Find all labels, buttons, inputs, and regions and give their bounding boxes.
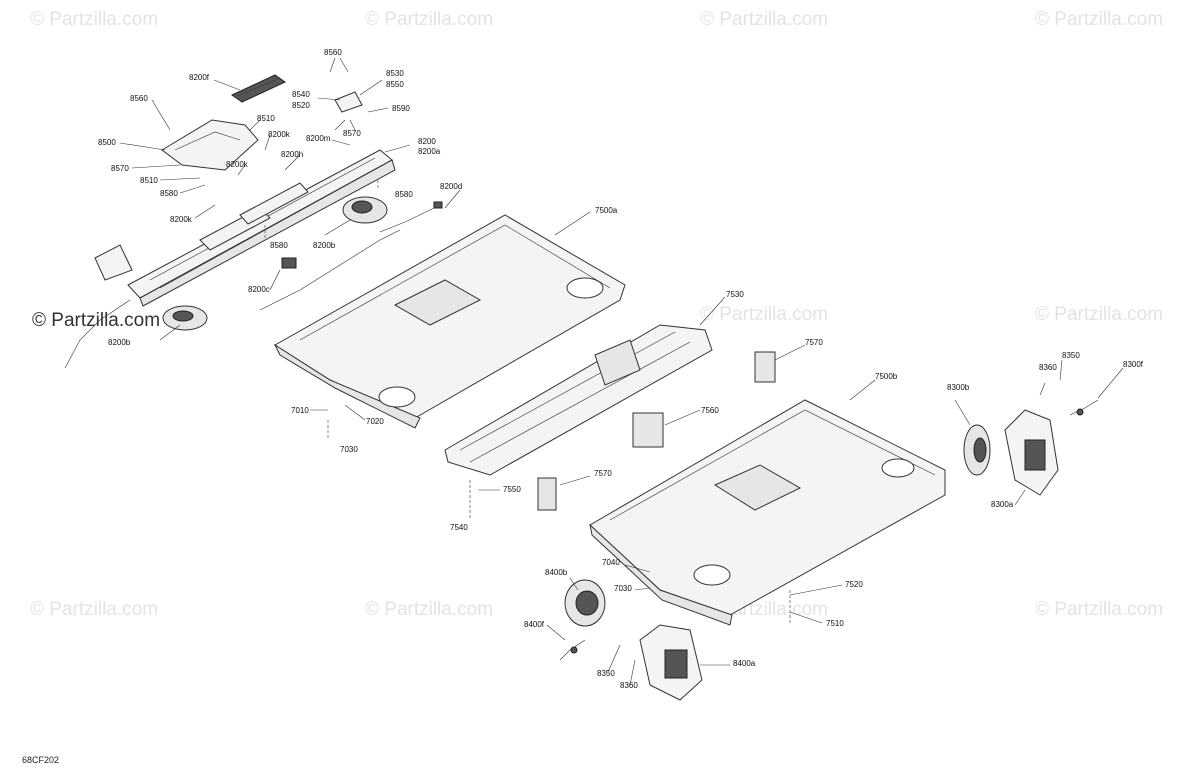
leader-lines xyxy=(119,57,1124,686)
part-label: 7550 xyxy=(503,485,521,494)
part-label: 8200b xyxy=(313,241,336,250)
part-label: 8300f xyxy=(1123,360,1144,369)
watermark: © Partzilla.com xyxy=(1035,304,1163,325)
watermark: © Partzilla.com xyxy=(30,599,158,620)
part-label: 8510 xyxy=(140,176,158,185)
harness-8300f xyxy=(1069,399,1099,416)
part-label: 8360 xyxy=(1039,363,1057,372)
floor-panel-7500b xyxy=(589,399,946,626)
left-end-bracket xyxy=(94,244,133,281)
part-label: 8400a xyxy=(733,659,756,668)
speaker-8400b xyxy=(564,579,606,627)
watermark-grid: © Partzilla.com © Partzilla.com © Partzi… xyxy=(30,9,1163,620)
foam-block-7570-bottom xyxy=(537,477,557,511)
part-label: 8200m xyxy=(306,134,331,143)
speaker-enclosure-8300a xyxy=(1004,409,1059,496)
part-label: 8350 xyxy=(1062,351,1080,360)
watermark: © Partzilla.com xyxy=(700,9,828,30)
part-label: 8350 xyxy=(597,669,615,678)
watermark: © Partzilla.com xyxy=(1035,9,1163,30)
part-label: 7020 xyxy=(366,417,384,426)
part-label: 8200c xyxy=(248,285,270,294)
part-label: 8300b xyxy=(947,383,970,392)
watermark-prominent: © Partzilla.com xyxy=(32,310,160,331)
part-label: 8200f xyxy=(189,73,210,82)
harness-8200c xyxy=(259,229,401,311)
center-tunnel-7530 xyxy=(444,324,713,476)
part-label: 7520 xyxy=(845,580,863,589)
part-label: 7510 xyxy=(826,619,844,628)
part-label: 8580 xyxy=(160,189,178,198)
part-label: 8200k xyxy=(170,215,193,224)
part-label: 8560 xyxy=(324,48,342,57)
watermark: © Partzilla.com xyxy=(1035,599,1163,620)
part-label: 8580 xyxy=(395,190,413,199)
part-label: 7570 xyxy=(594,469,612,478)
console-bracket xyxy=(161,119,259,171)
part-label: 7500b xyxy=(875,372,898,381)
harness-8200d xyxy=(379,201,443,233)
light-module-8200f xyxy=(231,74,286,103)
part-label: 8360 xyxy=(620,681,638,690)
part-label: 8300a xyxy=(991,500,1014,509)
part-label: 8570 xyxy=(343,129,361,138)
part-label: 8400f xyxy=(524,620,545,629)
part-label: 7540 xyxy=(450,523,468,532)
watermark: © Partzilla.com xyxy=(700,304,828,325)
part-label: 8570 xyxy=(111,164,129,173)
overhead-console-bar xyxy=(127,149,396,307)
part-labels: 8560 8200f 8530 8550 8540 8520 8590 8560… xyxy=(98,48,1144,690)
part-label: 8200k xyxy=(268,130,291,139)
speaker-8200b-upper xyxy=(342,196,388,224)
part-label: 8200a xyxy=(418,147,441,156)
watermark: © Partzilla.com xyxy=(30,9,158,30)
part-label: 7040 xyxy=(602,558,620,567)
part-label: 8590 xyxy=(392,104,410,113)
floor-panel-7500a xyxy=(273,214,626,429)
speaker-8200b-lower xyxy=(162,305,208,331)
part-label: 7530 xyxy=(726,290,744,299)
part-label: 8560 xyxy=(130,94,148,103)
part-label: 8510 xyxy=(257,114,275,123)
part-label: 8200b xyxy=(108,338,131,347)
watermark: © Partzilla.com xyxy=(365,9,493,30)
diagram-code: 68CF202 xyxy=(22,755,59,765)
harness-left xyxy=(64,299,131,369)
part-label: 7570 xyxy=(805,338,823,347)
part-label: 8500 xyxy=(98,138,116,147)
speaker-8300b xyxy=(963,424,991,476)
foam-block-7570-top xyxy=(754,351,776,383)
part-label: 8550 xyxy=(386,80,404,89)
part-label: 8580 xyxy=(270,241,288,250)
part-label: 8200 xyxy=(418,137,436,146)
speaker-enclosure-8400a xyxy=(639,624,703,701)
part-label: 8400b xyxy=(545,568,568,577)
part-label: 8200k xyxy=(226,160,249,169)
part-label: 8200d xyxy=(440,182,462,191)
part-label: 7010 xyxy=(291,406,309,415)
part-label: 8530 xyxy=(386,69,404,78)
watermark: © Partzilla.com xyxy=(365,599,493,620)
part-label: 7030 xyxy=(340,445,358,454)
foam-block-7560 xyxy=(632,412,664,448)
part-label: 7030 xyxy=(614,584,632,593)
harness-8400f xyxy=(559,639,586,661)
part-label: 8540 xyxy=(292,90,310,99)
part-label: 8520 xyxy=(292,101,310,110)
mount-bracket-8540 xyxy=(334,91,363,113)
part-label: 7560 xyxy=(701,406,719,415)
part-label: 8200h xyxy=(281,150,303,159)
part-label: 7500a xyxy=(595,206,618,215)
